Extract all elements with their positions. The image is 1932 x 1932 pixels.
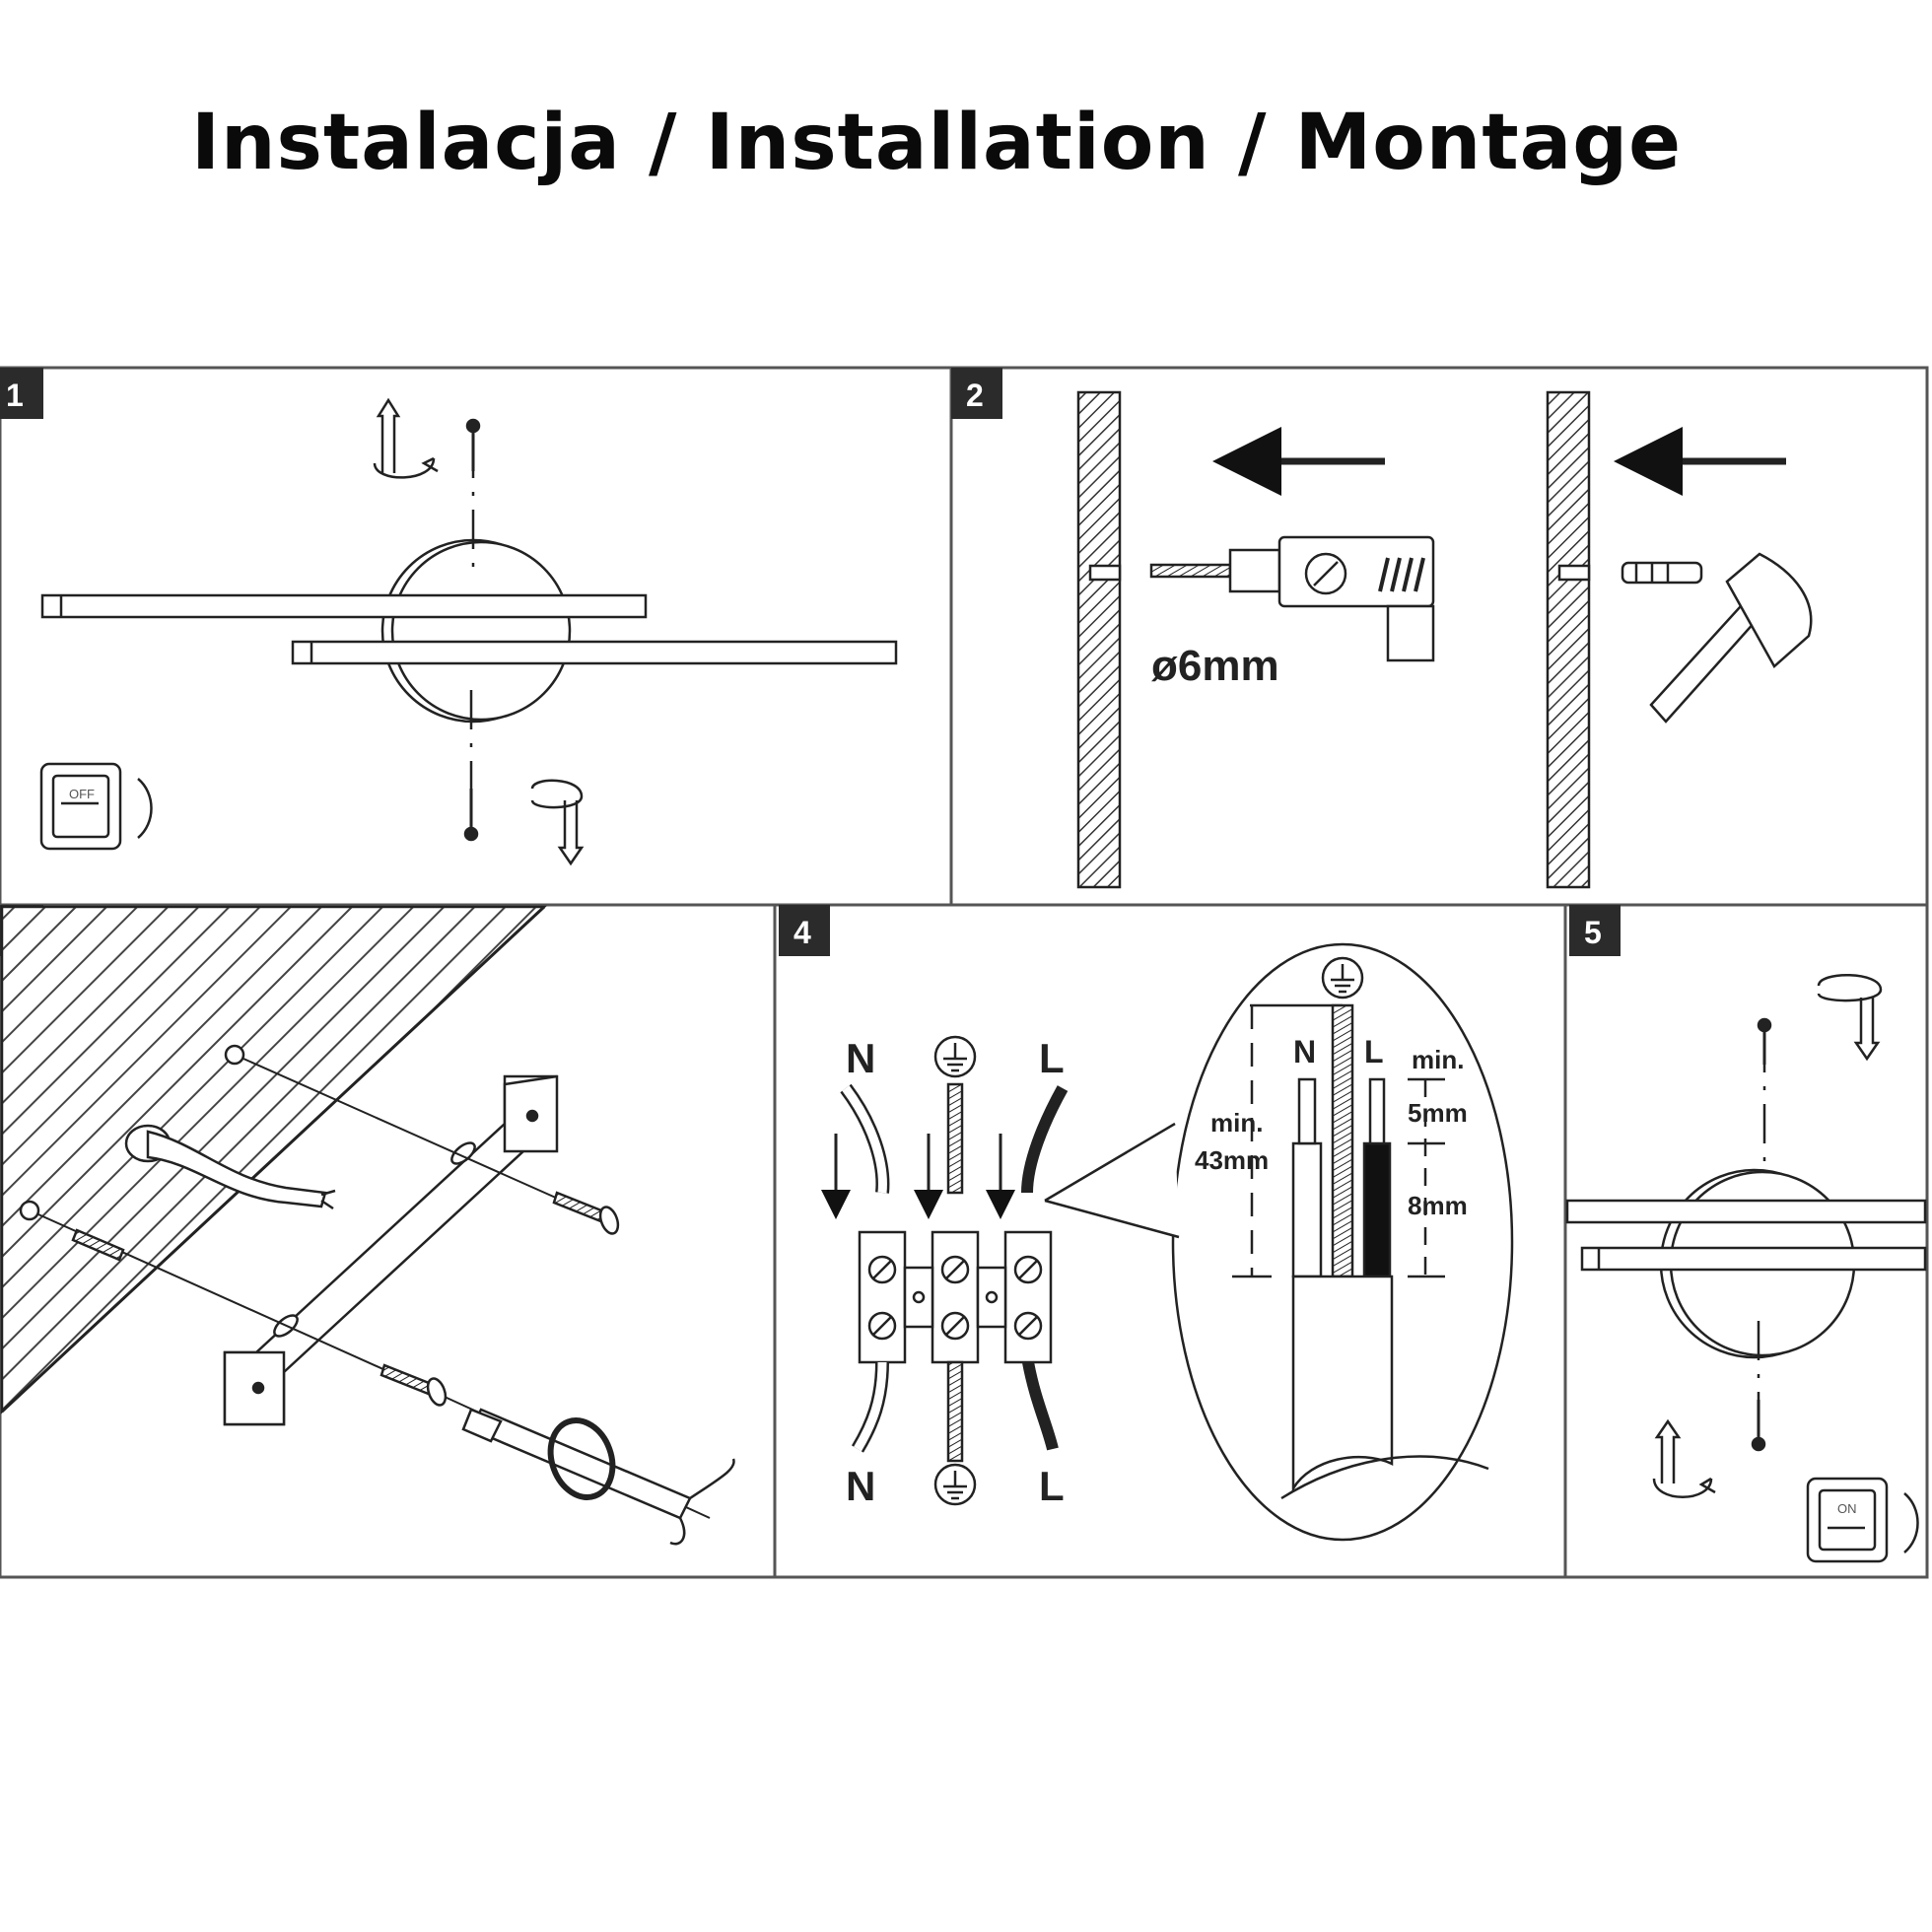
ground-symbol-icon — [1321, 956, 1364, 1000]
wire-label-n-bottom: N — [846, 1463, 875, 1509]
panel-frames — [0, 366, 1929, 1579]
panel-5-attach-lamp: ON — [1565, 974, 1927, 1563]
drill-hole-right — [1557, 564, 1591, 582]
power-switch-on-icon: ON — [1806, 1477, 1919, 1563]
terminal-block — [858, 1230, 1053, 1364]
wall-left — [1076, 390, 1122, 889]
svg-text:ON: ON — [1837, 1501, 1857, 1516]
wire-detail-callout — [1044, 942, 1514, 1542]
strip-min-value-label: 5mm — [1408, 1098, 1468, 1128]
svg-text:2: 2 — [966, 378, 984, 413]
wire-label-n-top: N — [846, 1035, 875, 1081]
drill-hole-left — [1088, 564, 1122, 582]
wire-ground — [946, 1082, 964, 1195]
svg-text:5: 5 — [1584, 915, 1602, 950]
lamp-bar-upper — [40, 593, 648, 619]
step-badge-1: 1 — [0, 368, 43, 419]
cable-icon — [124, 1124, 336, 1210]
power-switch-off-icon: OFF — [39, 762, 153, 851]
wall-plug-icon — [1621, 561, 1703, 585]
panel-3-mount-bracket — [0, 905, 735, 1546]
drill-hole — [19, 1200, 40, 1221]
panel-5-frame — [1563, 903, 1929, 1579]
lamp-bar-lower — [1580, 1246, 1927, 1272]
lamp-bar-upper — [1565, 1199, 1927, 1224]
panel-2-drill-wall: ø6mm — [1076, 390, 1813, 889]
min-length-label: 43mm — [1195, 1145, 1269, 1175]
panel-1-remove-lamp: OFF — [39, 397, 898, 866]
panel-4-wiring: N L N L — [821, 942, 1514, 1542]
hammer-icon — [1649, 552, 1813, 724]
wire-label-l-top: L — [1039, 1035, 1065, 1081]
svg-text:4: 4 — [794, 915, 811, 950]
strip-length-label: 8mm — [1408, 1191, 1468, 1220]
step-badge-5: 5 — [1569, 905, 1621, 956]
step-badge-2: 2 — [951, 368, 1002, 419]
drill-size-label: ø6mm — [1151, 642, 1279, 690]
screw-icon — [380, 1363, 448, 1407]
wall-plug-icon — [71, 1228, 125, 1262]
rotate-arrow-down-icon — [530, 779, 585, 866]
rotate-arrow-down-icon — [1817, 974, 1883, 1062]
ground-symbol-icon — [933, 1463, 977, 1506]
strip-min-label: min. — [1412, 1045, 1464, 1074]
detail-label-n: N — [1293, 1034, 1316, 1070]
wall-right — [1546, 390, 1591, 889]
screwdriver-icon — [461, 1408, 735, 1546]
ground-symbol-icon — [933, 1035, 977, 1078]
mounting-bracket — [223, 1074, 559, 1426]
min-label: min. — [1210, 1108, 1263, 1138]
page-title: Instalacja / Installation / Montage — [190, 99, 1682, 187]
wire-live — [1021, 1085, 1069, 1194]
lamp-bar-lower — [291, 640, 898, 665]
detail-label-l: L — [1364, 1034, 1384, 1070]
drill-icon — [1149, 535, 1435, 662]
wire-label-l-bottom: L — [1039, 1463, 1065, 1509]
svg-text:1: 1 — [6, 378, 24, 413]
rotate-arrow-up-icon — [373, 397, 439, 479]
screw-icon — [552, 1191, 620, 1235]
drill-hole — [224, 1044, 245, 1066]
rotate-arrow-up-icon — [1652, 1418, 1716, 1498]
step-badge-4: 4 — [779, 905, 830, 956]
mount-base-front — [390, 540, 572, 722]
svg-text:OFF: OFF — [69, 787, 95, 801]
